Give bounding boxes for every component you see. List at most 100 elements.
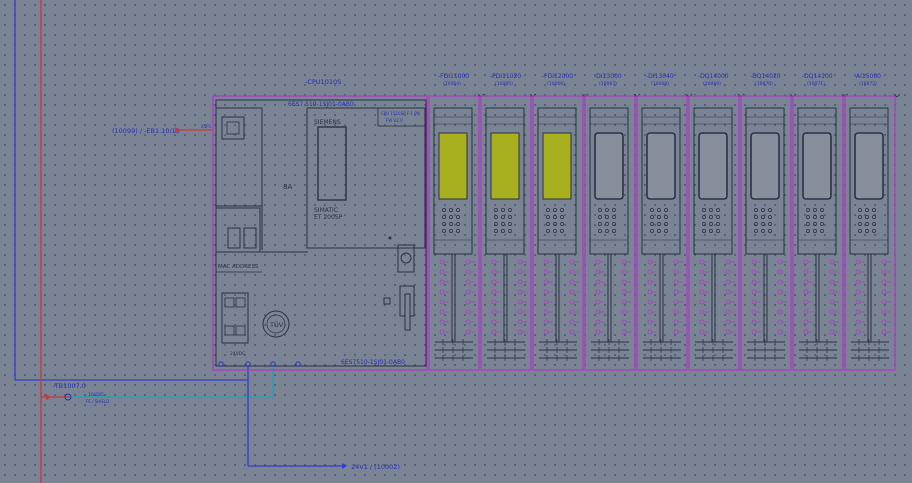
- module-terminal[interactable]: [543, 259, 549, 265]
- key-switch-icon[interactable]: [404, 293, 411, 331]
- module-terminal[interactable]: [699, 289, 705, 295]
- module-terminal[interactable]: [855, 269, 861, 275]
- module-terminal[interactable]: [543, 279, 549, 285]
- module-terminal[interactable]: [803, 279, 809, 285]
- module-terminal[interactable]: [777, 319, 783, 325]
- module-terminal[interactable]: [491, 329, 497, 335]
- module-terminal[interactable]: [881, 289, 887, 295]
- module-terminal[interactable]: [491, 309, 497, 315]
- cpu-terminal-2[interactable]: [245, 361, 251, 367]
- io-module[interactable]: -FDI12000(10066): [532, 73, 589, 371]
- module-terminal[interactable]: [439, 259, 445, 265]
- module-terminal[interactable]: [673, 269, 679, 275]
- module-terminal[interactable]: [621, 299, 627, 305]
- module-terminal[interactable]: [543, 289, 549, 295]
- module-terminal[interactable]: [543, 329, 549, 335]
- cpu-terminal-3[interactable]: [270, 361, 276, 367]
- module-terminal[interactable]: [543, 319, 549, 325]
- module-terminal[interactable]: [881, 259, 887, 265]
- bus-terminal-connector[interactable]: [64, 393, 72, 401]
- module-terminal[interactable]: [517, 289, 523, 295]
- module-terminal[interactable]: [777, 329, 783, 335]
- module-terminal[interactable]: [751, 269, 757, 275]
- io-module[interactable]: -DI13040(10068): [636, 73, 693, 371]
- module-terminal[interactable]: [673, 319, 679, 325]
- module-terminal[interactable]: [673, 309, 679, 315]
- module-terminal[interactable]: [829, 269, 835, 275]
- module-terminal[interactable]: [855, 329, 861, 335]
- module-terminal[interactable]: [829, 259, 835, 265]
- io-module[interactable]: -DQ14020(10070): [740, 73, 797, 371]
- module-terminal[interactable]: [439, 309, 445, 315]
- module-terminal[interactable]: [517, 319, 523, 325]
- module-terminal[interactable]: [517, 309, 523, 315]
- module-terminal[interactable]: [465, 279, 471, 285]
- module-terminal[interactable]: [725, 269, 731, 275]
- module-terminal[interactable]: [621, 329, 627, 335]
- module-terminal[interactable]: [673, 289, 679, 295]
- cpu-block[interactable]: -CPU1010S 6ES7 510-1SJ01-0AB0 6ES7510-1S…: [201, 78, 428, 371]
- module-terminal[interactable]: [595, 259, 601, 265]
- module-terminal[interactable]: [439, 319, 445, 325]
- module-terminal[interactable]: [621, 279, 627, 285]
- module-terminal[interactable]: [881, 329, 887, 335]
- module-terminal[interactable]: [699, 299, 705, 305]
- cpu-terminal-1[interactable]: [218, 361, 224, 367]
- module-terminal[interactable]: [465, 289, 471, 295]
- module-terminal[interactable]: [621, 259, 627, 265]
- module-terminal[interactable]: [829, 319, 835, 325]
- module-terminal[interactable]: [725, 309, 731, 315]
- module-terminal[interactable]: [751, 279, 757, 285]
- sd-card-slot[interactable]: [227, 227, 241, 249]
- module-terminal[interactable]: [855, 259, 861, 265]
- module-terminal[interactable]: [725, 289, 731, 295]
- module-terminal[interactable]: [465, 259, 471, 265]
- mode-switch-icon[interactable]: [400, 252, 412, 264]
- module-terminal[interactable]: [855, 279, 861, 285]
- module-terminal[interactable]: [595, 299, 601, 305]
- module-terminal[interactable]: [881, 279, 887, 285]
- module-terminal[interactable]: [673, 299, 679, 305]
- module-terminal[interactable]: [881, 309, 887, 315]
- module-terminal[interactable]: [751, 319, 757, 325]
- module-terminal[interactable]: [517, 259, 523, 265]
- module-terminal[interactable]: [569, 309, 575, 315]
- module-terminal[interactable]: [569, 289, 575, 295]
- module-terminal[interactable]: [621, 309, 627, 315]
- module-terminal[interactable]: [621, 289, 627, 295]
- module-terminal[interactable]: [699, 259, 705, 265]
- module-terminal[interactable]: [491, 289, 497, 295]
- io-module[interactable]: -DQ14100(10071): [792, 73, 849, 371]
- cpu-terminal-4[interactable]: [295, 361, 301, 367]
- module-terminal[interactable]: [647, 289, 653, 295]
- module-terminal[interactable]: [647, 319, 653, 325]
- module-terminal[interactable]: [491, 269, 497, 275]
- module-terminal[interactable]: [725, 319, 731, 325]
- module-terminal[interactable]: [699, 279, 705, 285]
- bottom-cross-reference[interactable]: 24V1 / (10002): [351, 463, 400, 471]
- module-terminal[interactable]: [465, 319, 471, 325]
- ethernet-port-icon[interactable]: [221, 116, 245, 140]
- module-terminal[interactable]: [595, 279, 601, 285]
- module-terminal[interactable]: [569, 259, 575, 265]
- module-terminal[interactable]: [465, 299, 471, 305]
- module-terminal[interactable]: [569, 319, 575, 325]
- module-terminal[interactable]: [829, 289, 835, 295]
- module-terminal[interactable]: [803, 259, 809, 265]
- module-terminal[interactable]: [881, 299, 887, 305]
- module-terminal[interactable]: [803, 269, 809, 275]
- io-module[interactable]: -FDI11020(10065): [480, 73, 537, 371]
- module-terminal[interactable]: [517, 329, 523, 335]
- power-connector[interactable]: [221, 292, 249, 344]
- module-terminal[interactable]: [777, 299, 783, 305]
- io-module[interactable]: -AI15000(10072): [844, 73, 901, 371]
- module-terminal[interactable]: [803, 299, 809, 305]
- module-terminal[interactable]: [439, 279, 445, 285]
- module-terminal[interactable]: [647, 329, 653, 335]
- module-terminal[interactable]: [621, 319, 627, 325]
- module-terminal[interactable]: [517, 269, 523, 275]
- module-terminal[interactable]: [569, 299, 575, 305]
- module-terminal[interactable]: [751, 259, 757, 265]
- module-terminal[interactable]: [699, 309, 705, 315]
- module-terminal[interactable]: [725, 299, 731, 305]
